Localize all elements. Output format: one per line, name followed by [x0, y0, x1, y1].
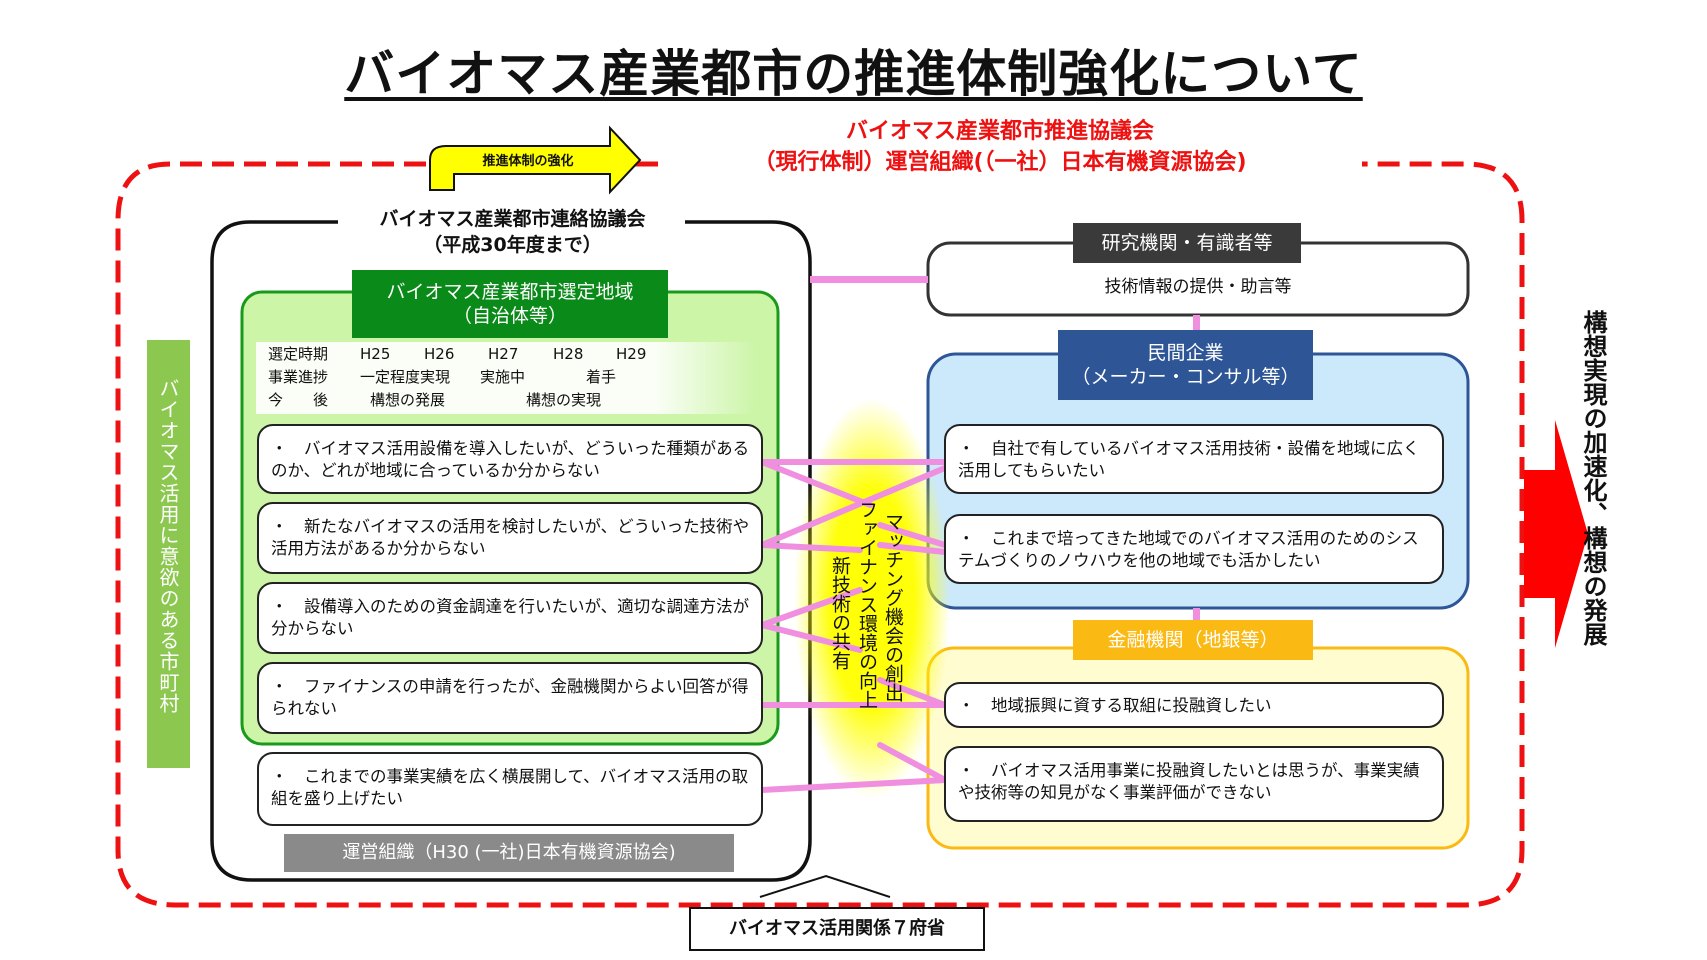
connector-private-finance: [1193, 608, 1200, 630]
strengthen-arrow-label: 推進体制の強化: [482, 154, 574, 169]
finance-item: ・ 地域振興に資する取組に投融資したい: [944, 682, 1444, 728]
liaison-council-period: （平成30年度まで）: [423, 234, 602, 256]
operating-org-label: 運営組織（H30 (一社)日本有機資源協会): [284, 834, 734, 872]
need-item: ・ ファイナンスの申請を行ったが、金融機関からよい回答が得られない: [257, 662, 763, 734]
schedule-label: 選定時期: [268, 345, 329, 363]
matching-glow: [794, 398, 950, 798]
schedule-label: 今 後: [268, 391, 329, 409]
ministries-chevron: [759, 874, 891, 898]
glow-text-finance: ファイナンス環境の向上: [856, 500, 878, 709]
page-title: バイオマス産業都市の推進体制強化について: [344, 45, 1363, 103]
municipalities-bar: [147, 340, 190, 768]
schedule-value: H25: [360, 345, 391, 363]
research-header: 研究機関・有識者等: [1073, 223, 1301, 263]
liaison-council-name: バイオマス産業都市連絡協議会: [379, 208, 646, 230]
private-subtitle: （メーカー・コンサル等）: [1071, 366, 1300, 388]
need-item: ・ バイオマス活用設備を導入したいが、どういった種類があるのか、どれが地域に合っ…: [257, 424, 763, 494]
connector-research-private: [1193, 315, 1200, 337]
schedule-value: 着手: [586, 368, 617, 386]
liaison-council-heading: バイオマス産業都市連絡協議会 （平成30年度まで）: [340, 206, 685, 258]
finance-item: ・ バイオマス活用事業に投融資したいとは思うが、事業実績や技術等の知見がなく事業…: [944, 746, 1444, 822]
schedule-value: H29: [616, 345, 647, 363]
private-header: 民間企業 （メーカー・コンサル等）: [1058, 330, 1313, 400]
liaison-council-frame: [210, 220, 812, 882]
connector-council-research: [810, 276, 928, 283]
municipalities-label: バイオマス活用に意欲のある市町村: [156, 378, 180, 714]
finance-header: 金融機関（地銀等）: [1073, 620, 1313, 660]
private-title: 民間企業: [1147, 342, 1224, 364]
selection-schedule: 選定時期 H25 H26 H27 H28 H29 事業進捗 一定程度実現 実施中…: [268, 343, 748, 415]
research-body: 技術情報の提供・助言等: [1104, 277, 1292, 297]
current-council-name: バイオマス産業都市推進協議会: [845, 119, 1154, 144]
ministries-box: [689, 907, 985, 951]
schedule-value: 実施中: [480, 368, 526, 386]
schedule-value: H26: [424, 345, 455, 363]
schedule-value: 構想の実現: [526, 391, 602, 409]
outcome-arrow: [1524, 420, 1588, 648]
schedule-value: H28: [553, 345, 584, 363]
private-item: ・ これまで培ってきた地域でのバイオマス活用のためのシステムづくりのノウハウを他…: [944, 514, 1444, 584]
strengthen-arrow: [429, 125, 642, 195]
need-item: ・ 設備導入のための資金調達を行いたいが、適切な調達方法が分からない: [257, 582, 763, 654]
ministries-label: バイオマス活用関係７府省: [729, 918, 945, 939]
current-council-heading: バイオマス産業都市推進協議会 （現行体制）運営組織(（一社）日本有機資源協会): [700, 116, 1300, 178]
schedule-value: 一定程度実現: [360, 368, 451, 386]
expansion-need-item: ・ これまでの事業実績を広く横展開して、バイオマス活用の取組を盛り上げたい: [257, 752, 763, 826]
schedule-label: 事業進捗: [268, 368, 329, 386]
outcome-label: 構想実現の加速化、構想の発展: [1579, 310, 1607, 646]
selected-regions-header: バイオマス産業都市選定地域 （自治体等）: [352, 270, 668, 338]
selected-regions-subtitle: （自治体等）: [452, 305, 567, 327]
schedule-value: H27: [488, 345, 519, 363]
need-item: ・ 新たなバイオマスの活用を検討したいが、どういった技術や活用方法があるか分から…: [257, 502, 763, 574]
private-item: ・ 自社で有しているバイオマス活用技術・設備を地域に広く活用してもらいたい: [944, 424, 1444, 494]
glow-text-technology: 新技術の共有: [829, 556, 851, 670]
schedule-value: 構想の発展: [370, 391, 446, 409]
current-council-operator: （現行体制）運営組織(（一社）日本有機資源協会): [753, 150, 1247, 175]
selected-regions-title: バイオマス産業都市選定地域: [386, 281, 634, 303]
glow-text-matching: マッチング機会の創出: [882, 512, 904, 702]
pink-connectors: [759, 459, 948, 793]
schedule-backdrop: [256, 342, 756, 414]
council-frame-dashed: [115, 161, 1525, 908]
